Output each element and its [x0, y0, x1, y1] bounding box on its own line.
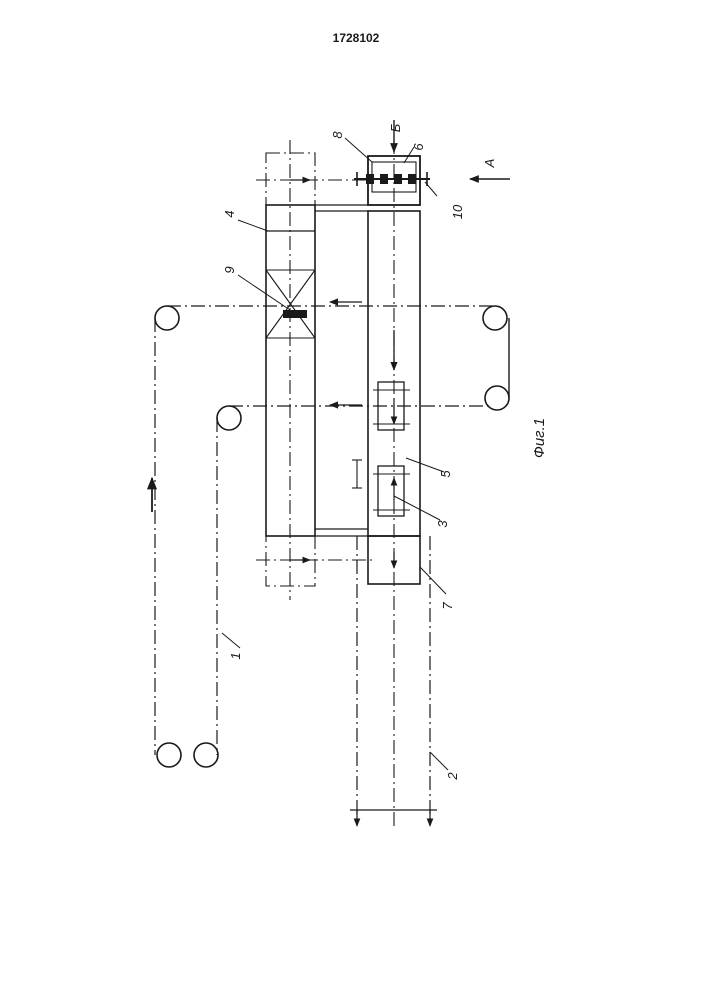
gripper-icon	[283, 310, 307, 318]
callout-4: 4	[222, 210, 237, 217]
callouts: 1 2 3 4 5 6 7 8 9 10	[222, 131, 465, 781]
patent-number: 1728102	[333, 31, 380, 45]
conveyor-5	[352, 140, 420, 830]
pulley-icon	[194, 743, 218, 767]
callout-10: 10	[450, 204, 465, 219]
callout-5: 5	[438, 470, 453, 478]
pulley-icon	[485, 386, 509, 410]
callout-6: 6	[411, 143, 426, 151]
callout-2: 2	[445, 772, 460, 781]
pulley-icon	[155, 306, 179, 330]
leader-lines	[238, 138, 448, 770]
pulley-icon	[157, 743, 181, 767]
callout-8: 8	[330, 131, 345, 139]
unit-4	[256, 140, 372, 600]
right-pulleys	[483, 306, 509, 410]
pulley-icon	[217, 406, 241, 430]
callout-9: 9	[222, 266, 237, 273]
view-label-b: Б	[388, 123, 403, 132]
callout-1: 1	[228, 652, 243, 659]
callout-3: 3	[435, 520, 450, 528]
pulley-icon	[483, 306, 507, 330]
view-label-a: А	[482, 159, 497, 169]
callout-7: 7	[440, 602, 455, 610]
figure-caption: Фиг.1	[531, 418, 548, 458]
